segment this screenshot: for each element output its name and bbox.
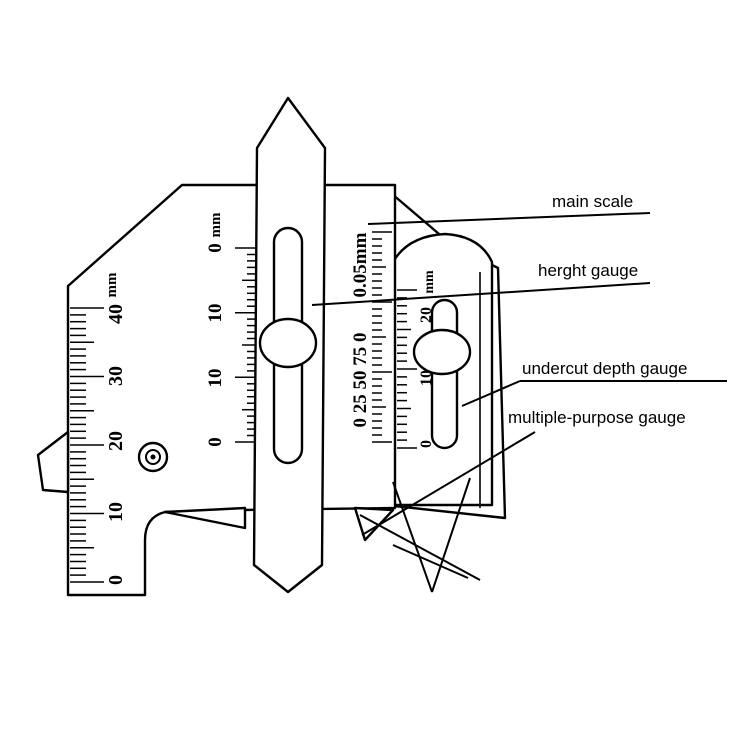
left-scale-label-0: 0 xyxy=(105,575,127,585)
center-scale-unit: mm xyxy=(208,212,224,237)
bottom-lip xyxy=(163,506,395,542)
center-scale-label-10-lower: 10 xyxy=(205,369,226,388)
left-scale-unit: mm xyxy=(104,272,120,297)
height-gauge-slider[interactable] xyxy=(252,96,327,594)
left-scale-label-10: 10 xyxy=(105,502,127,522)
callout-multiple-purpose-gauge: multiple-purpose gauge xyxy=(508,408,686,427)
center-scale-label-0-bottom: 0 xyxy=(205,437,226,447)
undercut-depth-slider[interactable] xyxy=(412,298,472,450)
left-scale-label-20: 20 xyxy=(105,431,127,451)
callout-undercut-depth-gauge: undercut depth gauge xyxy=(522,359,687,378)
undercut-scale-labels: mm 20 10 0 xyxy=(418,270,437,448)
main-body xyxy=(66,183,397,597)
left-scale-label-30: 30 xyxy=(105,366,127,386)
leader-undercut-depth-gauge xyxy=(461,380,521,407)
callout-leaders xyxy=(311,212,727,536)
leader-main-scale xyxy=(367,212,651,225)
callout-labels: main scale herght gauge undercut depth g… xyxy=(508,192,687,427)
leader-multiple-purpose-gauge xyxy=(361,431,536,536)
leader-height-gauge xyxy=(311,282,651,306)
vernier-scale-ticks xyxy=(372,231,392,443)
undercut-gauge-knob xyxy=(412,328,472,376)
pivot-rivet xyxy=(137,441,169,473)
callout-height-gauge: herght gauge xyxy=(538,261,638,280)
left-scale-labels: mm 40 30 20 10 0 xyxy=(104,272,127,585)
vernier-scale-unit: 0.05mm xyxy=(350,232,371,297)
center-scale-labels: mm 0 10 10 0 xyxy=(205,212,226,447)
multiple-purpose-gauge-lines xyxy=(359,477,481,593)
vernier-scale-labels: 0.05mm 0 25 50 75 0 xyxy=(350,232,371,427)
left-scale-label-40: 40 xyxy=(105,304,127,324)
center-scale-label-0-top: 0 xyxy=(205,243,226,253)
undercut-scale-label-0: 0 xyxy=(418,440,435,448)
vernier-scale-values: 0 25 50 75 0 xyxy=(350,333,371,428)
callout-main-scale: main scale xyxy=(552,192,633,211)
undercut-scale-ticks xyxy=(397,289,417,449)
left-tab xyxy=(36,430,70,494)
height-gauge-knob xyxy=(258,317,318,369)
undercut-scale-unit: mm xyxy=(422,270,437,294)
left-scale-ticks xyxy=(70,307,104,583)
center-scale-label-10-upper: 10 xyxy=(205,304,226,323)
undercut-scale-label-10: 10 xyxy=(418,370,435,386)
undercut-scale-label-20: 20 xyxy=(418,307,435,323)
